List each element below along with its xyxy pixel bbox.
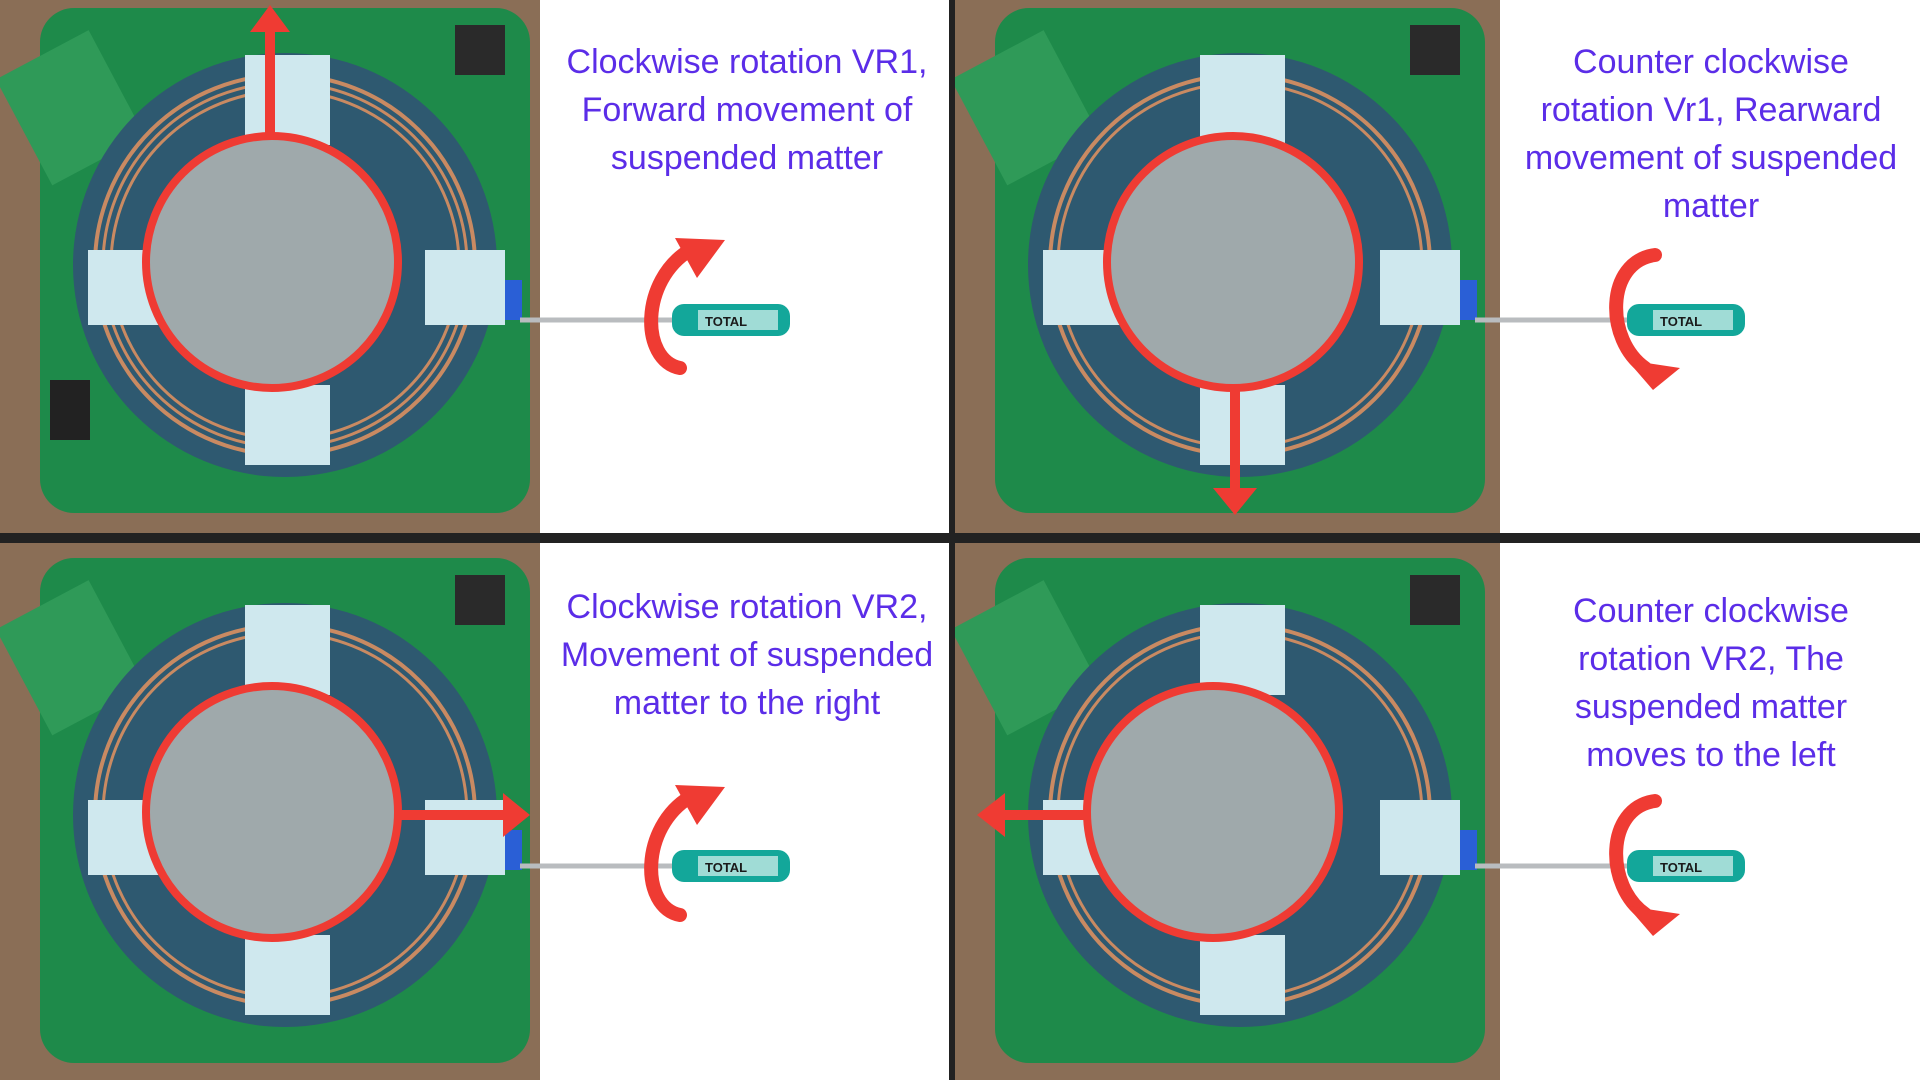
screwdriver-icon: TOTAL (1475, 850, 1745, 882)
capacitor (50, 380, 90, 440)
rotation-counterclockwise-icon (1609, 794, 1662, 921)
disc-outline-marker (142, 132, 402, 392)
levitation-board-photo: TOTAL (0, 0, 790, 533)
rotation-clockwise-icon (644, 243, 697, 375)
left-arrow (977, 793, 1090, 837)
panel-caption: Clockwise rotation VR2, Movement of susp… (560, 588, 934, 722)
rotation-counterclockwise-icon (1609, 248, 1662, 375)
sensor-module (955, 580, 1100, 736)
potentiometer (500, 830, 522, 870)
rearward-arrow (1213, 388, 1257, 515)
horizontal-divider (0, 533, 1920, 543)
screwdriver-brand-label: TOTAL (1660, 314, 1702, 329)
screwdriver-brand-label: TOTAL (705, 860, 747, 875)
right-arrow (398, 793, 530, 837)
rotation-clockwise-icon (644, 790, 697, 922)
panel-bottom-left: TOTAL Clockwise rotation VR2, Movement o… (0, 543, 949, 1080)
panel-caption: Counter clockwise rotation VR2, The susp… (1573, 592, 1849, 774)
levitation-board-photo: TOTAL (955, 0, 1745, 533)
levitation-board-photo: TOTAL (0, 543, 790, 1080)
tape-right (425, 250, 505, 325)
panel-top-left: TOTAL Clockwise rotation VR1, Forward mo… (0, 0, 949, 533)
potentiometer (1455, 280, 1477, 320)
forward-arrow (250, 5, 290, 135)
panel-caption: Clockwise rotation VR1, Forward movement… (566, 43, 928, 177)
sensor-module (0, 580, 145, 736)
potentiometer (1455, 830, 1477, 870)
regulator-chip (455, 25, 505, 75)
screwdriver-icon: TOTAL (520, 850, 790, 882)
panel-bottom-right: TOTAL Counter clockwise rotation VR2, Th… (955, 543, 1920, 1080)
potentiometer (500, 280, 522, 320)
tape-top (245, 55, 330, 145)
tape-bottom (245, 385, 330, 465)
panel-top-right: TOTAL Counter clockwise rotation Vr1, Re… (955, 0, 1920, 533)
screwdriver-brand-label: TOTAL (705, 314, 747, 329)
screwdriver-icon: TOTAL (1475, 304, 1745, 336)
levitation-board-photo: TOTAL (955, 543, 1745, 1080)
sensor-module (955, 30, 1100, 186)
screwdriver-brand-label: TOTAL (1660, 860, 1702, 875)
sensor-module (0, 30, 145, 186)
panel-caption: Counter clockwise rotation Vr1, Rearward… (1524, 43, 1898, 225)
